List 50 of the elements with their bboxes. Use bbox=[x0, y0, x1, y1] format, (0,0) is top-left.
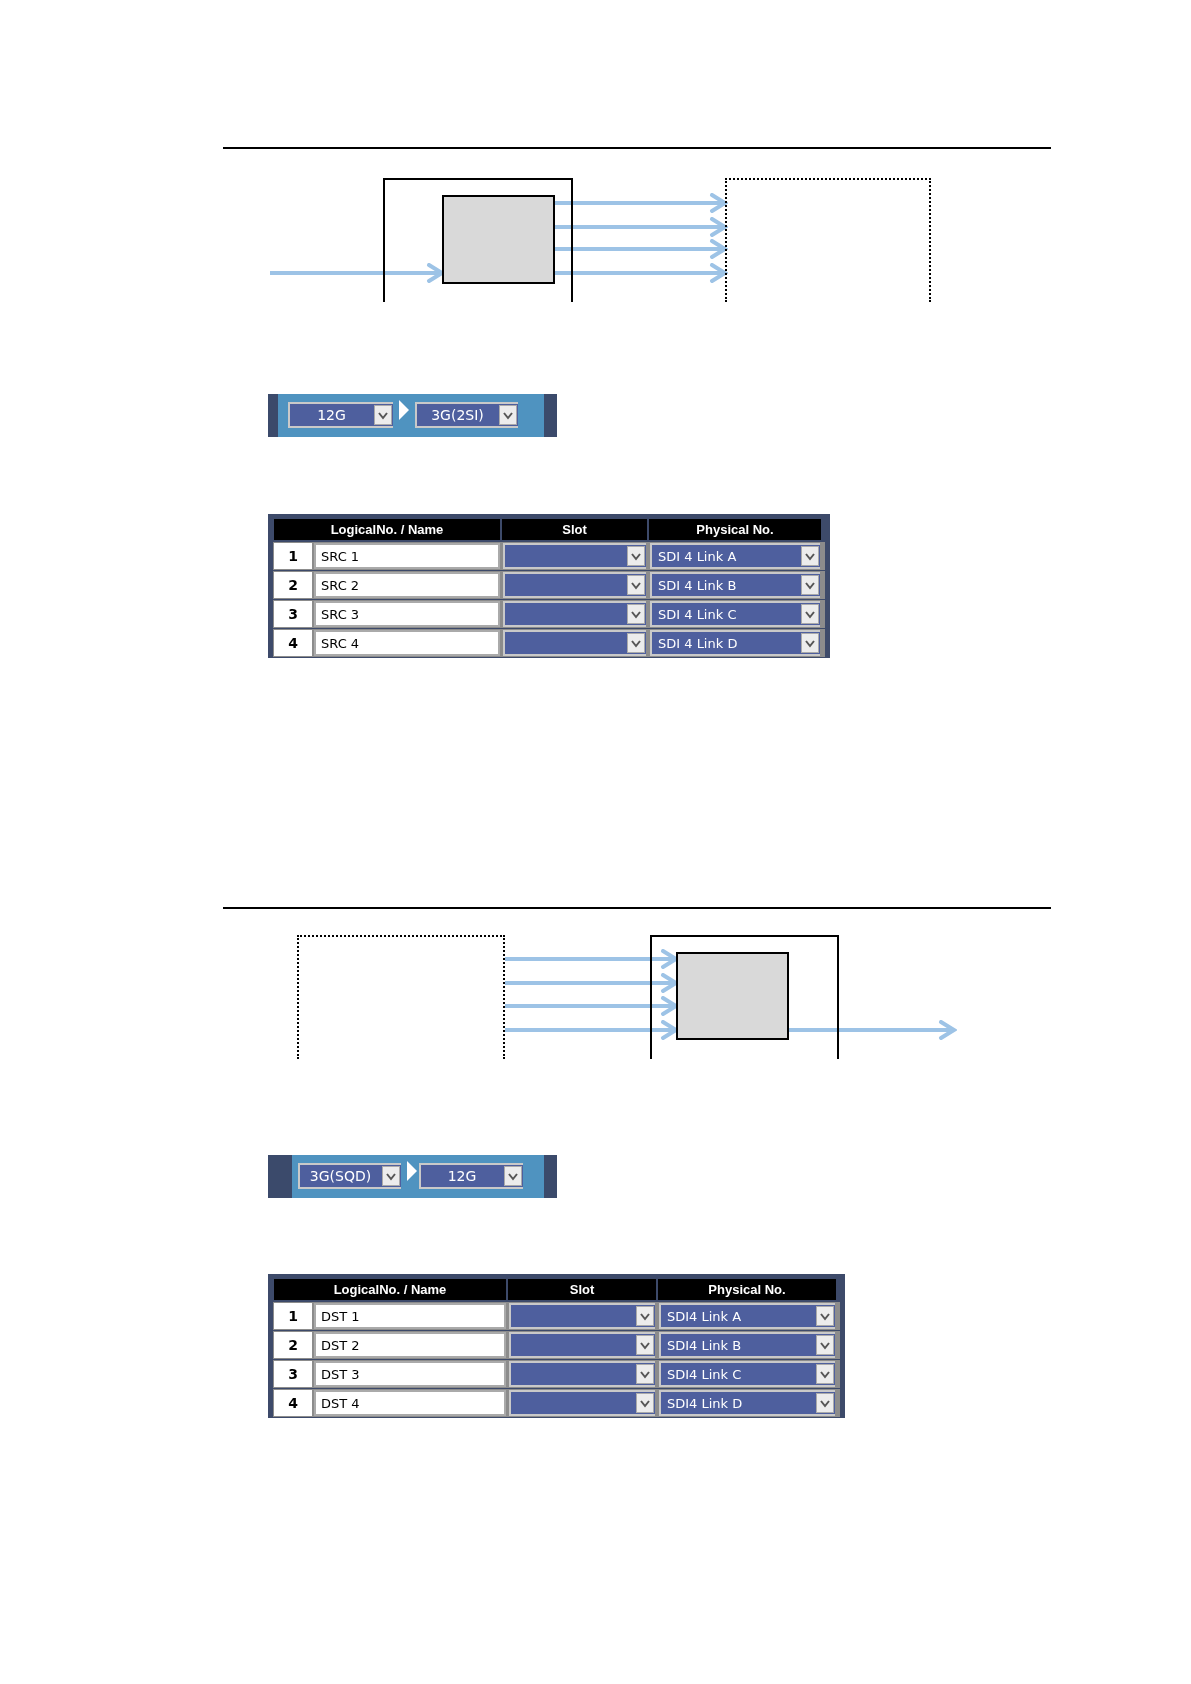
device-frame bbox=[297, 935, 505, 1059]
row-number: 4 bbox=[274, 630, 312, 656]
column-header: Physical No. bbox=[649, 519, 821, 540]
name-field: DST 4 bbox=[314, 1390, 506, 1416]
module-box bbox=[676, 952, 789, 1040]
arrow bbox=[505, 973, 678, 993]
arrow bbox=[505, 996, 678, 1016]
name-field: SRC 1 bbox=[314, 543, 500, 569]
mode-dropdown: 12G bbox=[419, 1163, 523, 1189]
physical-dropdown: SDI 4 Link D bbox=[650, 630, 820, 656]
module-box bbox=[442, 195, 555, 284]
name-field: SRC 3 bbox=[314, 601, 500, 627]
column-header: LogicalNo. / Name bbox=[274, 1279, 506, 1300]
row-number: 4 bbox=[274, 1390, 312, 1416]
unit-frame bbox=[650, 935, 839, 1059]
unit-frame bbox=[383, 178, 573, 302]
physical-dropdown: SDI 4 Link A bbox=[650, 543, 820, 569]
name-field: SRC 2 bbox=[314, 572, 500, 598]
mode-dropdown: 3G(SQD) bbox=[298, 1163, 401, 1189]
physical-dropdown: SDI 4 Link C bbox=[650, 601, 820, 627]
name-field: SRC 4 bbox=[314, 630, 500, 656]
row-number: 2 bbox=[274, 572, 312, 598]
name-field: DST 2 bbox=[314, 1332, 506, 1358]
physical-dropdown: SDI4 Link D bbox=[659, 1390, 835, 1416]
device-frame bbox=[725, 178, 931, 302]
physical-dropdown: SDI4 Link B bbox=[659, 1332, 835, 1358]
arrow bbox=[555, 263, 727, 283]
column-header: Physical No. bbox=[658, 1279, 836, 1300]
arrow bbox=[555, 193, 727, 213]
physical-dropdown: SDI 4 Link B bbox=[650, 572, 820, 598]
mode-dropdown: 12G bbox=[288, 402, 393, 428]
physical-dropdown: SDI4 Link C bbox=[659, 1361, 835, 1387]
row-number: 1 bbox=[274, 543, 312, 569]
arrow bbox=[555, 239, 727, 259]
column-header: Slot bbox=[508, 1279, 656, 1300]
arrow bbox=[789, 1020, 956, 1040]
arrow bbox=[505, 949, 678, 969]
row-number: 2 bbox=[274, 1332, 312, 1358]
row-number: 3 bbox=[274, 601, 312, 627]
arrow bbox=[270, 263, 444, 283]
physical-dropdown: SDI4 Link A bbox=[659, 1303, 835, 1329]
mode-dropdown: 3G(2SI) bbox=[415, 402, 518, 428]
arrow bbox=[555, 217, 727, 237]
arrow bbox=[505, 1020, 678, 1040]
name-field: DST 1 bbox=[314, 1303, 506, 1329]
row-number: 1 bbox=[274, 1303, 312, 1329]
name-field: DST 3 bbox=[314, 1361, 506, 1387]
column-header: LogicalNo. / Name bbox=[274, 519, 500, 540]
column-header: Slot bbox=[502, 519, 647, 540]
row-number: 3 bbox=[274, 1361, 312, 1387]
